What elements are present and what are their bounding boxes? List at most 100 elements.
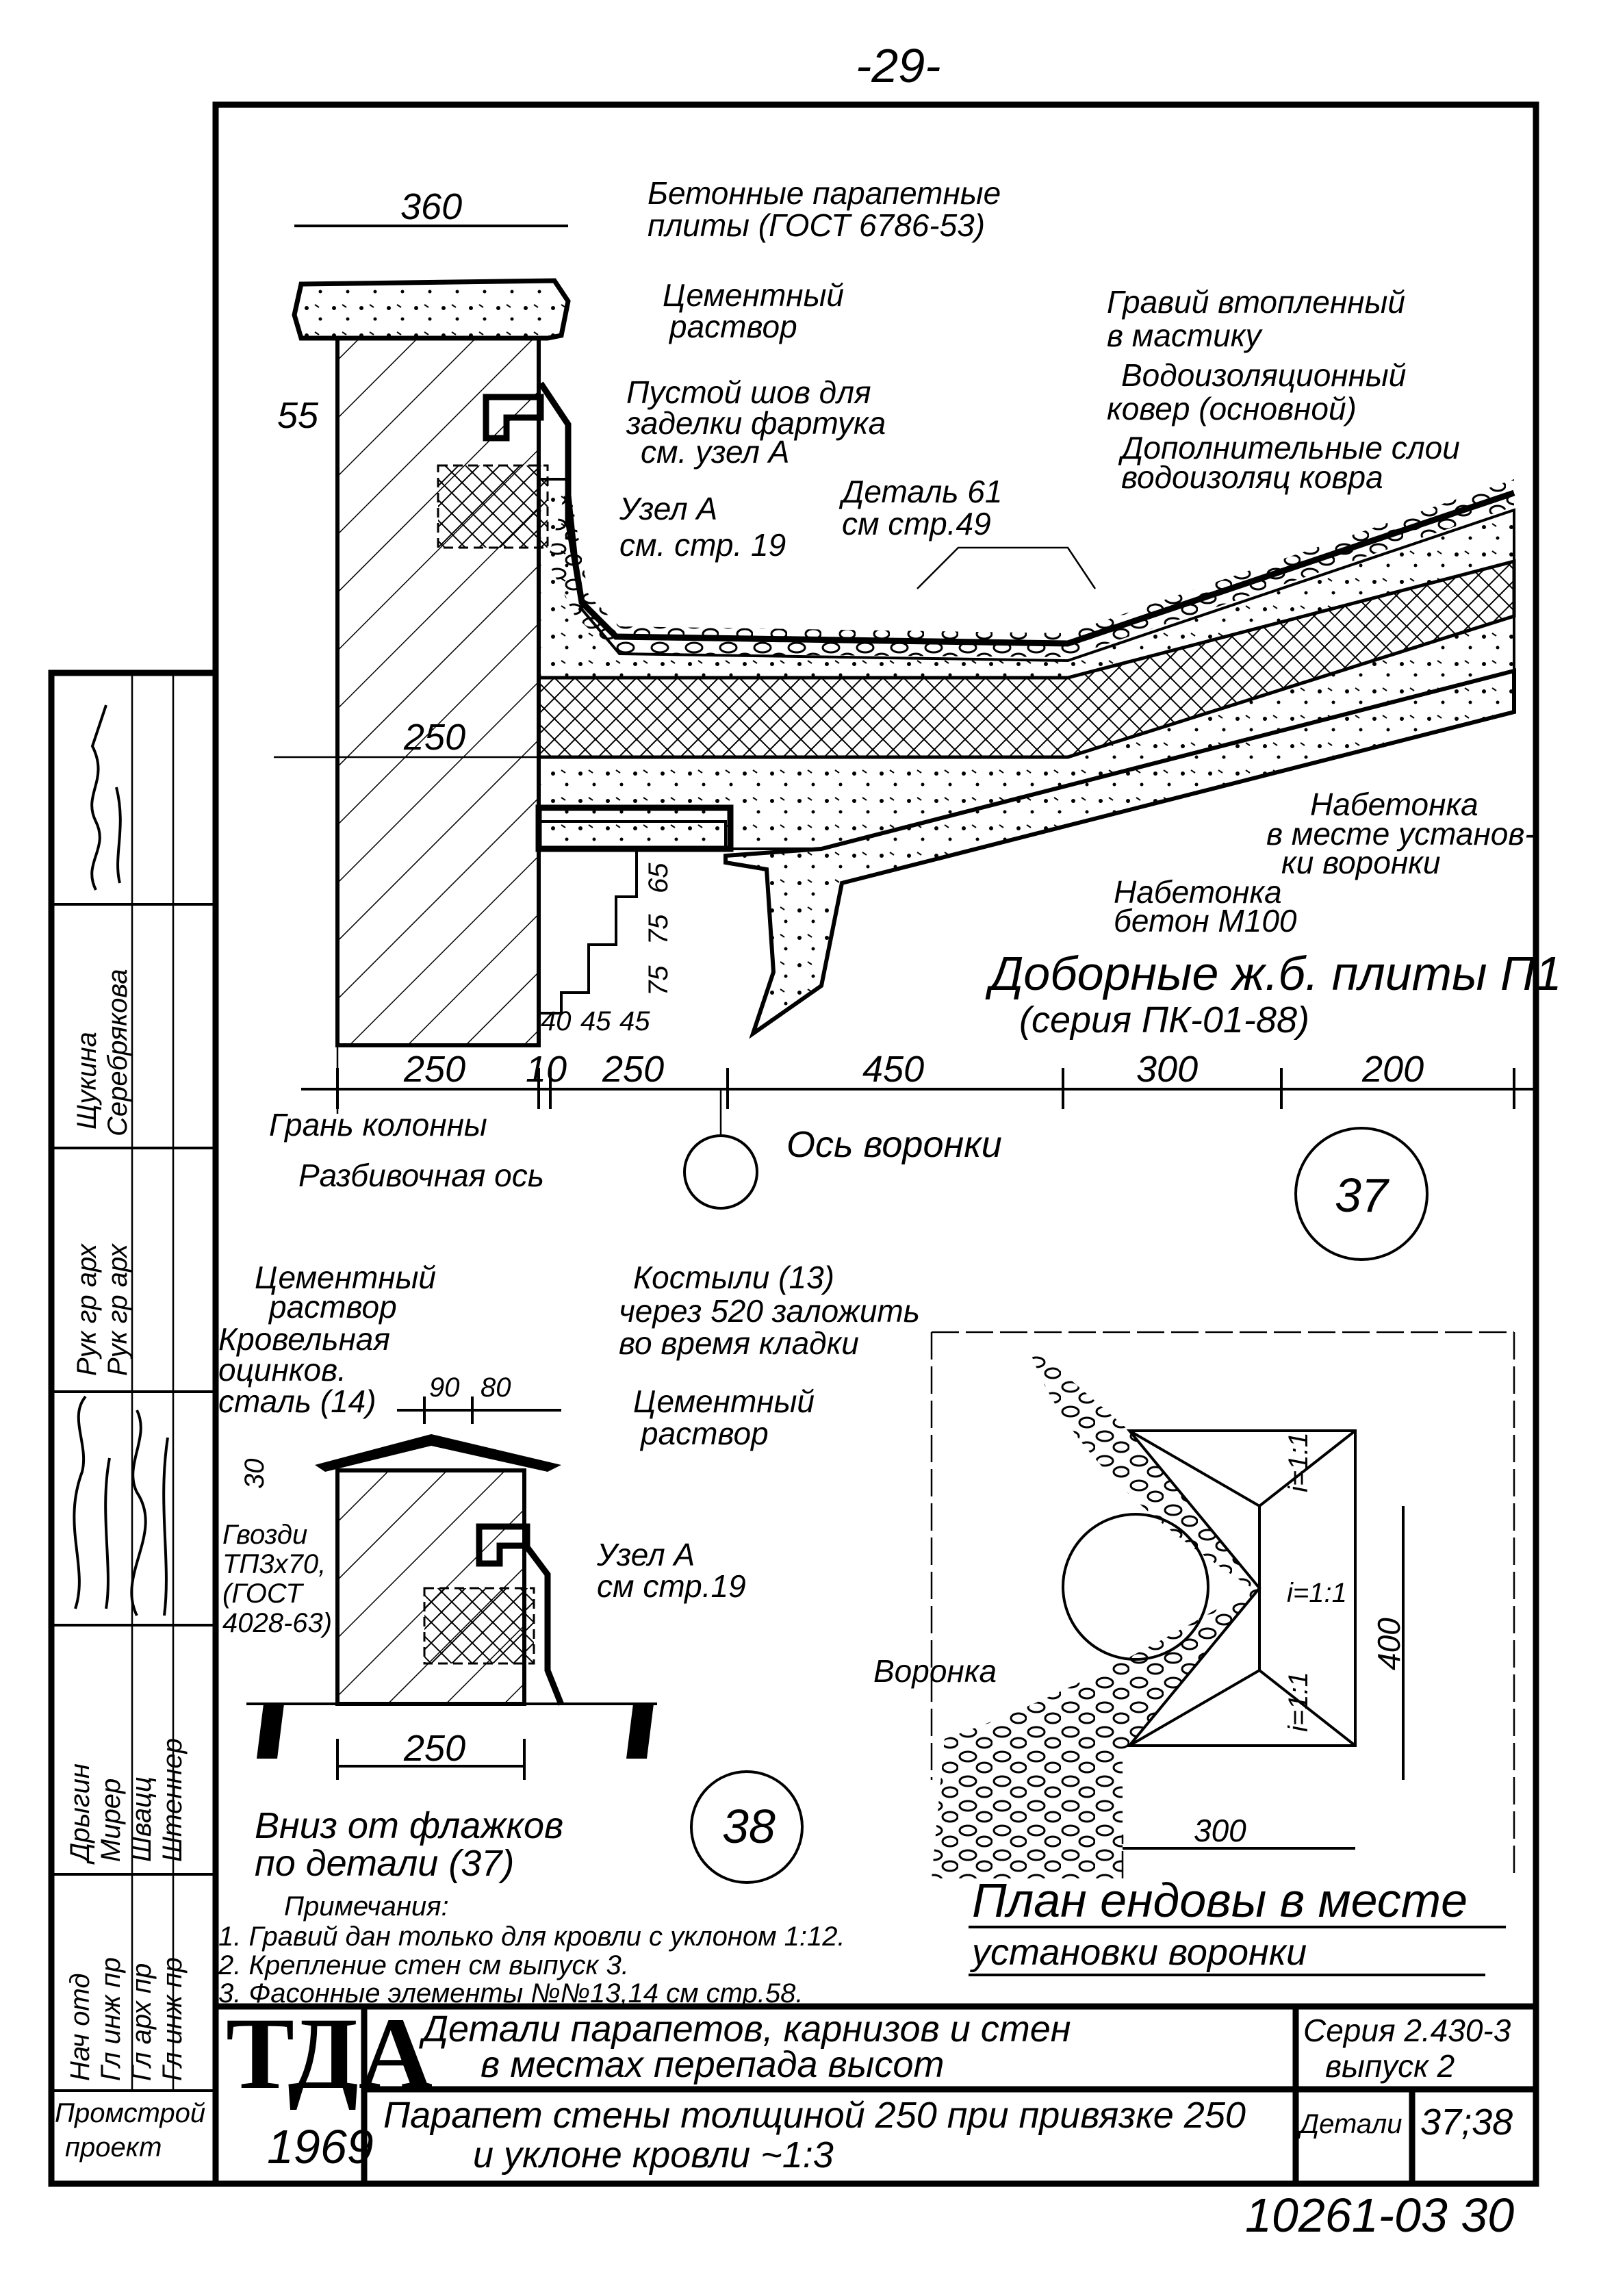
label-roof-steel-2: оцинков. — [218, 1352, 346, 1388]
label-roof-steel: Кровельная — [218, 1321, 390, 1357]
dim-55: 55 — [277, 395, 319, 436]
dim-75b: 75 — [643, 965, 674, 996]
funnel-circle — [1062, 1513, 1209, 1661]
roof-steel-cap — [315, 1434, 561, 1472]
dim-65: 65 — [643, 863, 674, 893]
label-extra-layers-2: водоизоляц ковра — [1121, 459, 1383, 495]
dim-300: 300 — [1136, 1049, 1198, 1090]
slope-3: i=1:1 — [1283, 1672, 1314, 1732]
anchor-38 — [423, 1587, 535, 1665]
logo-tda: ТДА — [226, 1997, 433, 2110]
slope-1: i=1:1 — [1283, 1432, 1314, 1492]
label-funnel: Воронка — [873, 1653, 997, 1689]
label-38-cement-2: раствор — [268, 1289, 397, 1325]
label-topping2-2: бетон М100 — [1114, 903, 1297, 939]
dim-400: 400 — [1371, 1618, 1407, 1670]
label-nails-3: (ГОСТ — [222, 1579, 304, 1609]
title-line-2: в местах перепада высот — [481, 2044, 944, 2085]
label-column-face: Грань колонны — [269, 1107, 487, 1143]
dimension-ticks — [336, 1045, 1515, 1137]
sheet-code: 10261-03 30 — [1245, 2189, 1514, 2242]
label-38-cement-b2: раствор — [639, 1416, 769, 1451]
ribbed-slab — [723, 668, 1516, 1039]
dim-200: 200 — [1361, 1049, 1424, 1090]
dim-30: 30 — [240, 1459, 270, 1490]
label-crutches-2: через 520 заложить — [619, 1293, 920, 1329]
label-down-flags: Вниз от флажков — [255, 1805, 563, 1846]
detail-38: 250 90 80 30 Цементный раствор Костыли (… — [218, 1260, 920, 1884]
subtitle-line-2: и уклоне кровли ~1:3 — [473, 2134, 834, 2176]
wall-masonry — [335, 336, 541, 1047]
label-node-a-2: см. стр. 19 — [619, 527, 786, 563]
label-parapet-slabs: Бетонные парапетные — [648, 175, 1001, 211]
dim-250b: 250 — [602, 1049, 664, 1090]
label-38-node-a: Узел А — [596, 1537, 695, 1572]
label-waterproof-2: ковер (основной) — [1107, 391, 1357, 426]
dim-45a: 45 — [580, 1006, 611, 1036]
plan-title-2: установки воронки — [969, 1932, 1307, 1973]
plan-title: План ендовы в месте — [972, 1874, 1468, 1927]
label-topping1: Набетонка — [1310, 787, 1478, 822]
label-cement-mortar: Цементный — [663, 277, 844, 313]
label-empty-joint: Пустой шов для — [626, 374, 871, 410]
stamp-name-shvats: Швацц — [127, 1776, 157, 1862]
label-38-cement: Цементный — [255, 1260, 436, 1295]
subtitle-line-1: Парапет стены толщиной 250 при привязке … — [383, 2095, 1246, 2136]
details-label: Детали — [1297, 2109, 1402, 2139]
axis-marker-circle — [683, 1134, 758, 1210]
title-block: ТДА 1969 Детали парапетов, карнизов и ст… — [216, 1997, 1536, 2184]
label-gravel: Гравий втопленный — [1107, 284, 1405, 320]
label-empty-joint-3: см. узел А — [641, 434, 789, 470]
label-roof-steel-3: сталь (14) — [218, 1383, 376, 1419]
notes: Примечания: 1. Гравий дан только для кро… — [218, 1891, 845, 2008]
dim-75a: 75 — [643, 914, 674, 945]
note-1: 1. Гравий дан только для кровли с уклоно… — [218, 1922, 845, 1952]
org-name-2: проект — [65, 2132, 162, 2163]
issue: выпуск 2 — [1325, 2048, 1455, 2084]
detail-37-marker — [1294, 1127, 1429, 1261]
label-node-a: Узел А — [619, 491, 717, 526]
dim-wall-250: 250 — [403, 717, 465, 758]
dimension-lines-38 — [336, 1396, 561, 1780]
label-38-node-a-2: см стр.19 — [597, 1568, 746, 1604]
stamp-name-shtenner: Штеннер — [157, 1738, 188, 1862]
dim-450: 450 — [862, 1049, 924, 1090]
detail-37-number: 37 — [1335, 1169, 1390, 1222]
title-line-1: Детали парапетов, карнизов и стен — [419, 2008, 1071, 2050]
detail-38-marker — [690, 1770, 804, 1884]
empty-joint — [483, 394, 544, 442]
label-gravel-2: в мастику — [1107, 318, 1264, 353]
dim-45b: 45 — [619, 1006, 650, 1036]
signature-shchukina — [90, 704, 122, 891]
signatures-block — [73, 1395, 169, 1616]
label-nails: Гвозди — [222, 1520, 307, 1550]
stamp-role-chief-arch: Гл арх пр — [127, 1963, 157, 2081]
stamp-role-chief-eng-2: Гл инж пр — [157, 1957, 188, 2081]
parapet-slab — [292, 278, 571, 341]
label-parapet-slabs-gost: плиты (ГОСТ 6786-53) — [648, 207, 985, 243]
label-topping2: Набетонка — [1114, 874, 1282, 910]
label-slabs: Доборные ж.б. плиты П1 — [985, 947, 1562, 1000]
label-topping1-2: в месте установ- — [1266, 816, 1535, 852]
label-crutches-3: во время кладки — [619, 1325, 859, 1361]
label-funnel-axis: Ось воронки — [786, 1124, 1002, 1165]
stamp-role-1: Рук гр арх — [72, 1242, 102, 1376]
label-38-cement-b: Цементный — [633, 1383, 815, 1419]
stepped-masonry — [539, 847, 638, 1015]
label-empty-joint-2: заделки фартука — [626, 405, 886, 441]
gravel-layer — [548, 479, 1514, 657]
anchor-hatched — [437, 464, 549, 549]
label-cement-mortar-2: раствор — [668, 309, 797, 344]
label-nails-2: ТП3х70, — [222, 1549, 326, 1579]
dim-38-250: 250 — [403, 1728, 465, 1769]
gravel-plan — [932, 1342, 1259, 1878]
dim-360: 360 — [400, 186, 462, 227]
label-crutches: Костыли (13) — [633, 1260, 834, 1295]
dim-80: 80 — [481, 1373, 511, 1403]
plan-dimension-lines — [1123, 1506, 1405, 1850]
stamp-name-serebryakova: Серебрякова — [103, 969, 133, 1136]
stamp-role-chief-eng: Гл инж пр — [96, 1957, 126, 2081]
valley-plan: Воронка 400 300 i=1:1 i=1:1 i=1:1 План е… — [873, 1331, 1515, 1976]
stamp-role-head: Нач отд — [65, 1974, 95, 2082]
